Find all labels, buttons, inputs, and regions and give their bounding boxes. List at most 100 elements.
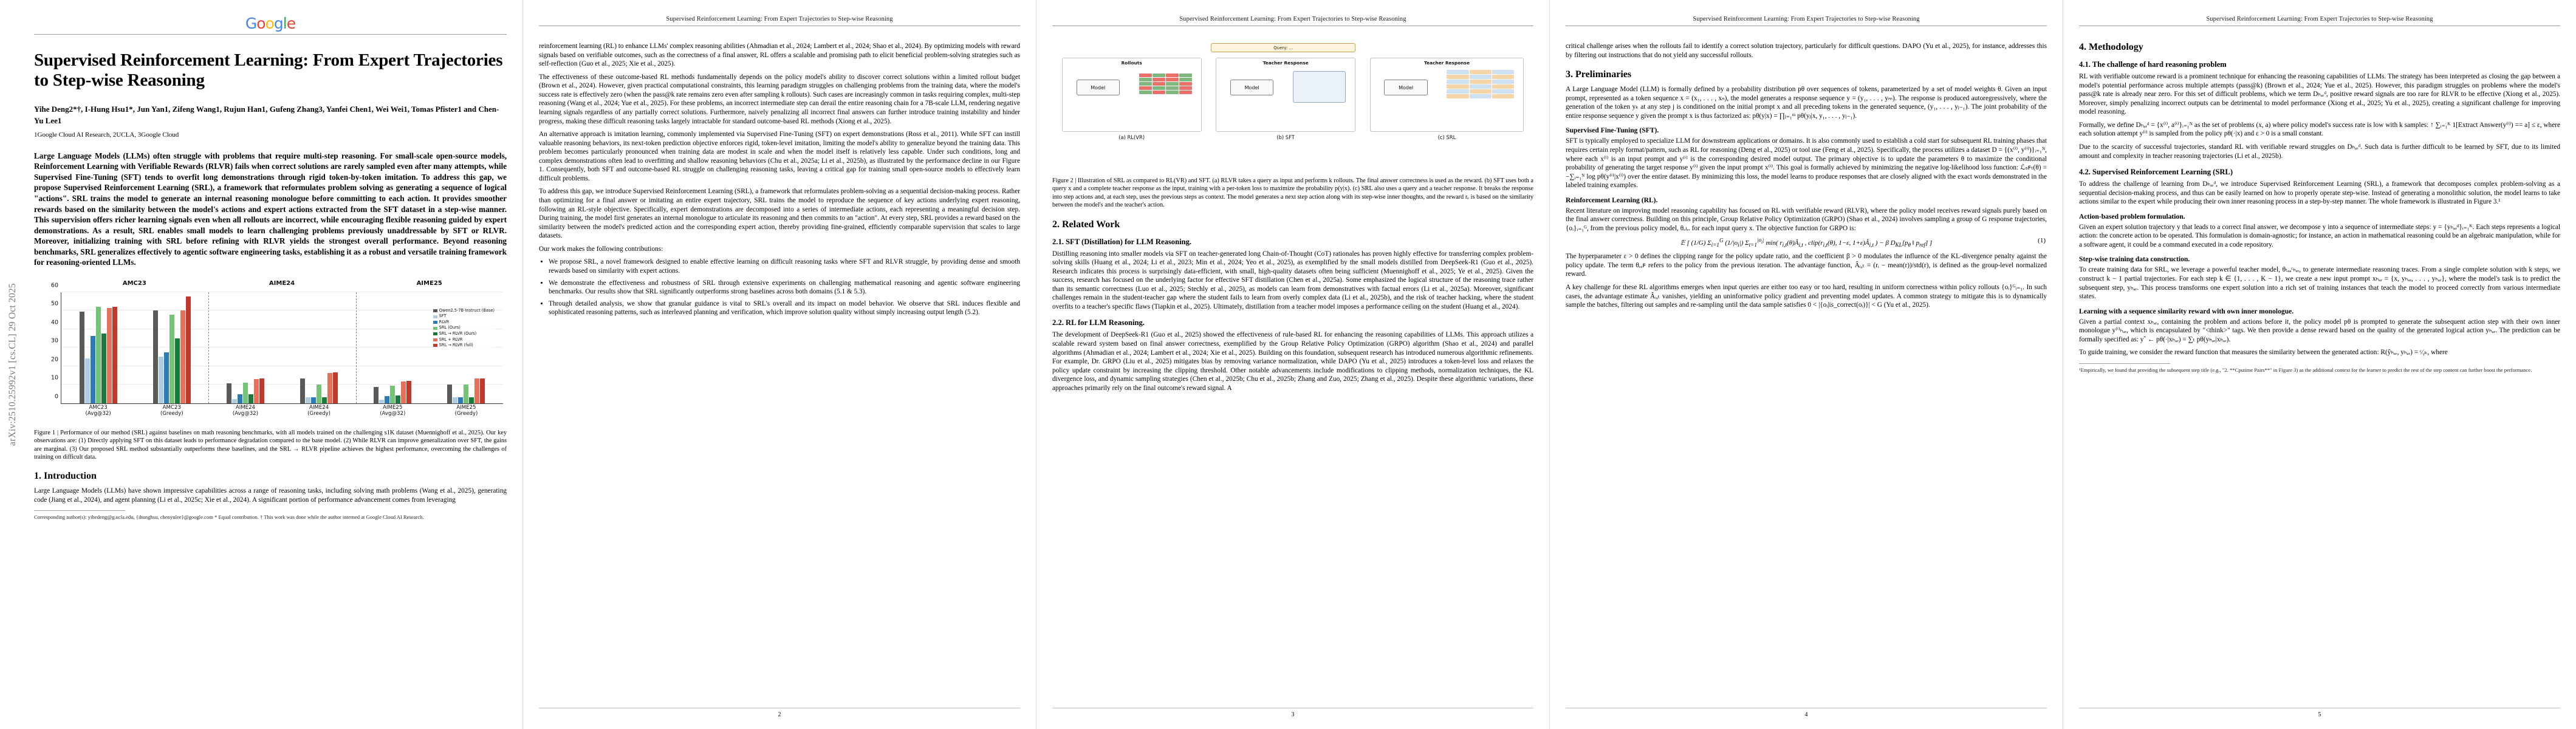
page-5-footnote-divider bbox=[2079, 363, 2170, 364]
diagram-cell bbox=[1492, 75, 1515, 79]
chart-y-tick: 30 bbox=[50, 337, 58, 344]
chart-legend-label: SRL (Ours) bbox=[439, 325, 461, 330]
diagram-cell bbox=[1447, 94, 1469, 98]
diagram-cell bbox=[1492, 80, 1515, 84]
diagram-cell bbox=[1139, 82, 1152, 86]
arxiv-stamp-text: arXiv:2510.25992v1 [cs.CL] 29 Oct 2025 bbox=[7, 283, 18, 446]
diagram-cell bbox=[1447, 89, 1469, 94]
chart-bar bbox=[248, 394, 253, 403]
diagram-cell bbox=[1165, 82, 1179, 86]
prelim-sft-heading: Supervised Fine-Tuning (SFT). bbox=[1566, 126, 1659, 135]
diagram-cell bbox=[1152, 91, 1165, 94]
chart-group: AIME24(Greedy) bbox=[283, 292, 356, 417]
chart-legend-label: RLVR bbox=[439, 319, 450, 324]
diagram-cell bbox=[1165, 74, 1179, 77]
diagram-cell bbox=[1165, 78, 1179, 81]
diagram-cell bbox=[1469, 89, 1492, 94]
diagram-cell bbox=[1152, 82, 1165, 86]
prelim-p3: Recent literature on improving model rea… bbox=[1566, 207, 2047, 232]
chart-legend-item: SFT bbox=[433, 313, 495, 320]
chart-group-title: AIME25 bbox=[416, 279, 442, 287]
contributions-list: We propose SRL, a novel framework design… bbox=[539, 258, 1020, 317]
diagram-sublabel-b: (b) SFT bbox=[1276, 134, 1295, 140]
chart-bar bbox=[300, 378, 306, 403]
chart-bar bbox=[379, 399, 385, 403]
chart-y-tick: 40 bbox=[50, 319, 58, 326]
chart-legend-item: SRL → RLVR (full) bbox=[433, 343, 495, 349]
prelim-rl-heading: Reinforcement Learning (RL). bbox=[1566, 196, 1658, 204]
section-introduction-heading: 1. Introduction bbox=[34, 471, 97, 482]
logo-letter-o2: o bbox=[265, 15, 275, 32]
diagram-cell bbox=[1469, 70, 1492, 74]
chart-legend-item: RLVR bbox=[433, 320, 495, 326]
diagram-cell bbox=[1179, 91, 1192, 94]
chart-legend-swatch bbox=[433, 309, 437, 313]
diagram-cell bbox=[1165, 86, 1179, 90]
chart-bar bbox=[385, 395, 390, 403]
diagram-cell bbox=[1139, 86, 1152, 90]
chart-legend-swatch bbox=[433, 326, 437, 330]
logo-letter-l: l bbox=[283, 15, 287, 32]
page2-p2: The effectiveness of these outcome-based… bbox=[539, 73, 1020, 125]
chart-x-tick: (Greedy) bbox=[454, 410, 478, 417]
diagram-model-b: Model bbox=[1230, 80, 1274, 95]
chart-x-tick: (Avg@32) bbox=[380, 410, 406, 417]
subsection-srl-heading: 4.2. Supervised Reinforcement Learning (… bbox=[2079, 168, 2233, 177]
running-head-3: Supervised Reinforcement Learning: From … bbox=[1052, 16, 1533, 26]
page2-p3: An alternative approach is imitation lea… bbox=[539, 131, 1020, 182]
page-title: Supervised Reinforcement Learning: From … bbox=[34, 50, 503, 91]
chart-bar bbox=[84, 358, 90, 403]
diagram-cell bbox=[1492, 70, 1515, 74]
section-introduction-p1: Large Language Models (LLMs) have shown … bbox=[34, 487, 507, 504]
footnote-corresponding: Corresponding author(s): yihedeng@g.ucla… bbox=[34, 514, 424, 521]
page-3: Supervised Reinforcement Learning: From … bbox=[1036, 0, 1549, 729]
equation-grpo: 𝔼 [ (1/G) Σi=1G (1/|oi|) Σt=1|oi| min( r… bbox=[1566, 237, 2047, 248]
diagram-cell bbox=[1447, 84, 1469, 89]
method-p7: Given a partial context xₕₐᵣ, containing… bbox=[2079, 318, 2560, 343]
running-head-2: Supervised Reinforcement Learning: From … bbox=[539, 16, 1020, 26]
chart-legend-label: Qwen2.5-7B-Instruct (Base) bbox=[439, 307, 495, 313]
chart-bar bbox=[474, 378, 480, 403]
chart-bar bbox=[458, 397, 464, 403]
chart-bar bbox=[259, 378, 264, 403]
page2-p5: Our work makes the following contributio… bbox=[539, 245, 663, 253]
diagram-cell bbox=[1447, 70, 1469, 74]
page-5: Supervised Reinforcement Learning: From … bbox=[2063, 0, 2576, 729]
page-3-number: 3 bbox=[1291, 711, 1295, 718]
page-2: Supervised Reinforcement Learning: From … bbox=[522, 0, 1036, 729]
chart-group: AIME25(Greedy) bbox=[430, 292, 503, 417]
section-related-work-heading: 2. Related Work bbox=[1052, 219, 1120, 230]
chart-group: AIME25(Avg@32) bbox=[356, 292, 430, 417]
related-work-p1: Distilling reasoning into smaller models… bbox=[1052, 250, 1533, 310]
chart-y-tick: 0 bbox=[54, 393, 58, 400]
chart-x-tick: AIME25 bbox=[383, 404, 403, 411]
chart-bar bbox=[226, 383, 231, 403]
figure-2: Query: ... Rollouts Model bbox=[1052, 42, 1533, 210]
chart-group: AMC23(Avg@32) bbox=[61, 292, 135, 417]
chart-legend-label: SRL + RLVR bbox=[439, 337, 463, 342]
diagram-rollouts-title: Rollouts bbox=[1121, 60, 1142, 66]
chart-x-tick: (Greedy) bbox=[307, 410, 331, 417]
page-4-number: 4 bbox=[1804, 711, 1808, 718]
chart-legend-swatch bbox=[433, 338, 437, 341]
srl-method-diagram: Query: ... Rollouts Model bbox=[1052, 42, 1533, 173]
page-2-number: 2 bbox=[778, 711, 781, 718]
figure-2-caption: Figure 2 | Illustration of SRL as compar… bbox=[1052, 177, 1533, 209]
diagram-cell bbox=[1179, 86, 1192, 90]
method-p3: Due to the scarcity of successful trajec… bbox=[2079, 143, 2560, 160]
page-5-number: 5 bbox=[2318, 711, 2321, 718]
chart-bar bbox=[396, 395, 401, 403]
chart-bar bbox=[174, 338, 180, 403]
diagram-sublabel-c: (c) SRL bbox=[1437, 134, 1456, 140]
chart-legend-swatch bbox=[433, 321, 437, 324]
contribution-item-3: Through detailed analysis, we show that … bbox=[549, 299, 1020, 317]
chart-group: AMC23(Greedy) bbox=[135, 292, 208, 417]
diagram-cell bbox=[1469, 80, 1492, 84]
chart-bar bbox=[306, 397, 311, 403]
page4-p0: critical challenge arises when the rollo… bbox=[1566, 43, 2047, 59]
logo-letter-g: G bbox=[245, 15, 257, 32]
section-methodology-heading: 4. Methodology bbox=[2079, 42, 2143, 52]
diagram-srl-step-grid bbox=[1447, 70, 1515, 98]
